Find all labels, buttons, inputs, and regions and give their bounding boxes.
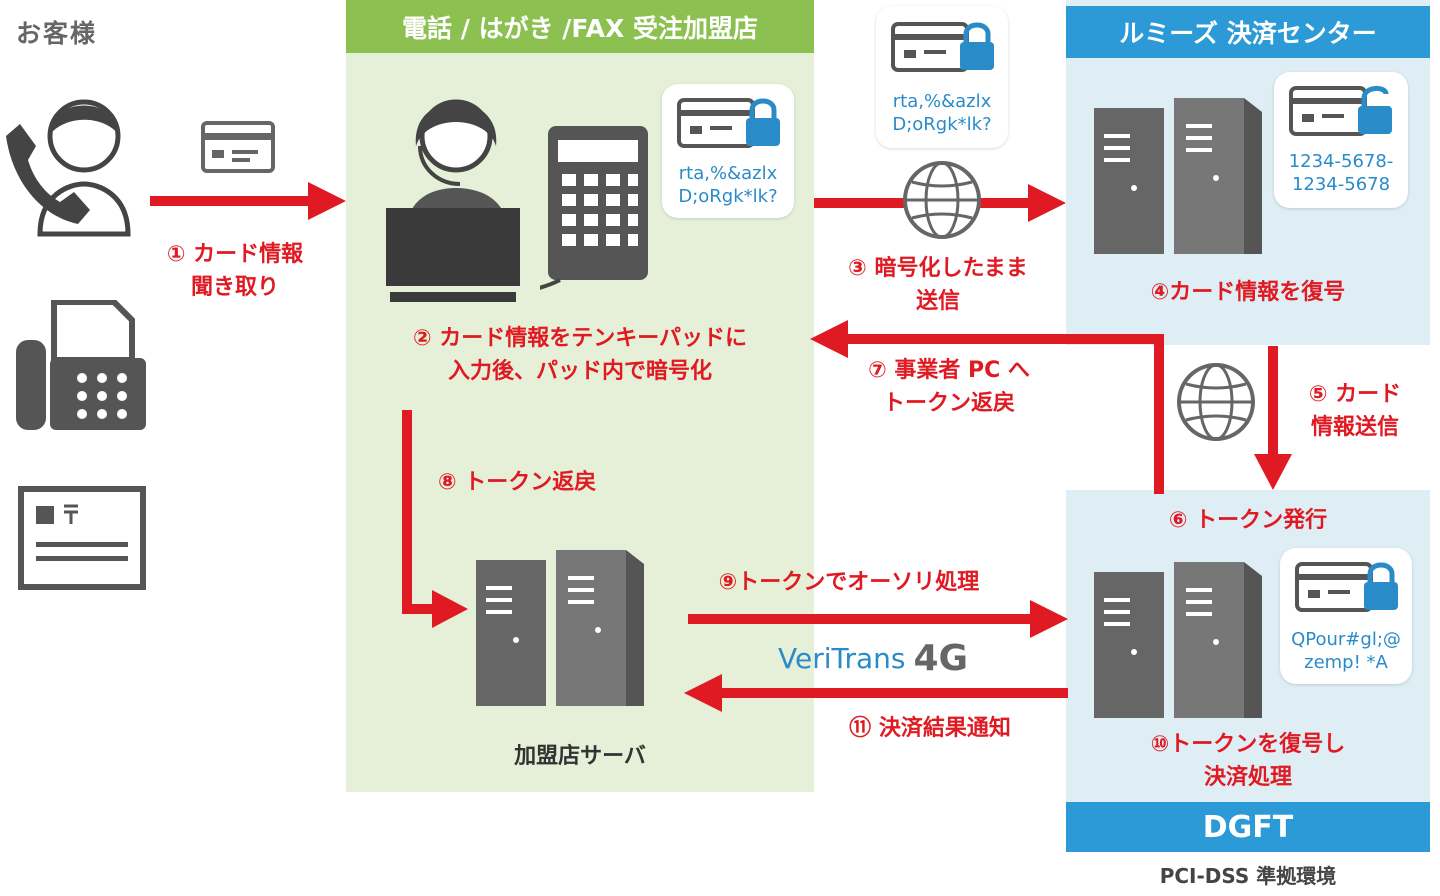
- arrow-step9: [688, 600, 1068, 638]
- merchant-server-icon: [476, 550, 644, 706]
- pad-cipher-text: rta,%&azlx D;oRgk*lk?: [678, 163, 778, 207]
- lumiiz-header: ルミーズ 決済センター: [1066, 6, 1430, 58]
- lock-card-icon: [677, 98, 780, 148]
- step10-label: ⑩トークンを復号し 決済処理: [1150, 732, 1346, 790]
- fax-icon: [16, 300, 146, 430]
- pad-cipher-bubble: rta,%&azlx D;oRgk*lk?: [662, 84, 794, 218]
- token-text: QPour#gl;@ zemp! *A: [1291, 629, 1401, 673]
- arrow-step7: [810, 320, 1164, 494]
- unlock-card-icon: [1289, 86, 1392, 136]
- veritrans-text: VeriTrans: [778, 642, 906, 675]
- token-bubble: QPour#gl;@ zemp! *A: [1280, 548, 1412, 684]
- decrypted-bubble: 1234-5678- 1234-5678: [1274, 72, 1408, 208]
- transit-cipher-bubble: rta,%&azlx D;oRgk*lk?: [876, 6, 1008, 148]
- postcard-icon: [18, 486, 146, 590]
- dgft-footer: PCI-DSS 準拠環境: [1159, 864, 1337, 888]
- globe-icon: [1177, 363, 1255, 441]
- decrypted-text: 1234-5678- 1234-5678: [1288, 151, 1394, 195]
- dgft-label: DGFT: [1066, 802, 1430, 852]
- step6-label: ⑥ トークン発行: [1168, 508, 1328, 533]
- operator-icon: [386, 99, 520, 302]
- lock-card-icon: [891, 22, 994, 72]
- fourg-text: 4G: [913, 638, 969, 679]
- step9-label: ⑨トークンでオーソリ処理: [718, 570, 980, 595]
- step7-label: ⑦ 事業者 PC へ トークン返戻: [868, 358, 1030, 416]
- step5-label: ⑤ カード 情報送信: [1308, 382, 1402, 440]
- step8-label: ⑧ トークン返戻: [438, 470, 597, 495]
- merchant-header: 電話 / はがき /FAX 受注加盟店: [346, 0, 814, 53]
- card-icon: [201, 121, 275, 173]
- merchant-server-label: 加盟店サーバ: [514, 744, 646, 769]
- step2-label: ② カード情報をテンキーパッドに 入力後、パッド内で暗号化: [412, 326, 748, 384]
- keypad-icon: [540, 126, 648, 290]
- step4-label: ④カード情報を復号: [1150, 280, 1346, 305]
- dgft-server-icon: [1094, 562, 1262, 718]
- phone-customer-icon: [6, 99, 131, 237]
- veritrans-logo: VeriTrans 4G: [778, 638, 968, 679]
- step11-label: ⑪ 決済結果通知: [849, 716, 1011, 741]
- lumiiz-server-icon: [1094, 98, 1262, 254]
- transit-cipher-text: rta,%&azlx D;oRgk*lk?: [892, 91, 992, 135]
- globe-icon: [903, 161, 981, 239]
- arrow-step11: [684, 674, 1068, 712]
- step3-label: ③ 暗号化したまま 送信: [848, 256, 1028, 314]
- lock-card-icon: [1295, 562, 1398, 612]
- arrow-step8: [402, 410, 468, 628]
- customer-label: お客様: [16, 19, 98, 48]
- arrow-step5: [1254, 346, 1292, 490]
- arrow-step1: [150, 182, 346, 220]
- step1-label: ① カード情報 聞き取り: [166, 242, 304, 300]
